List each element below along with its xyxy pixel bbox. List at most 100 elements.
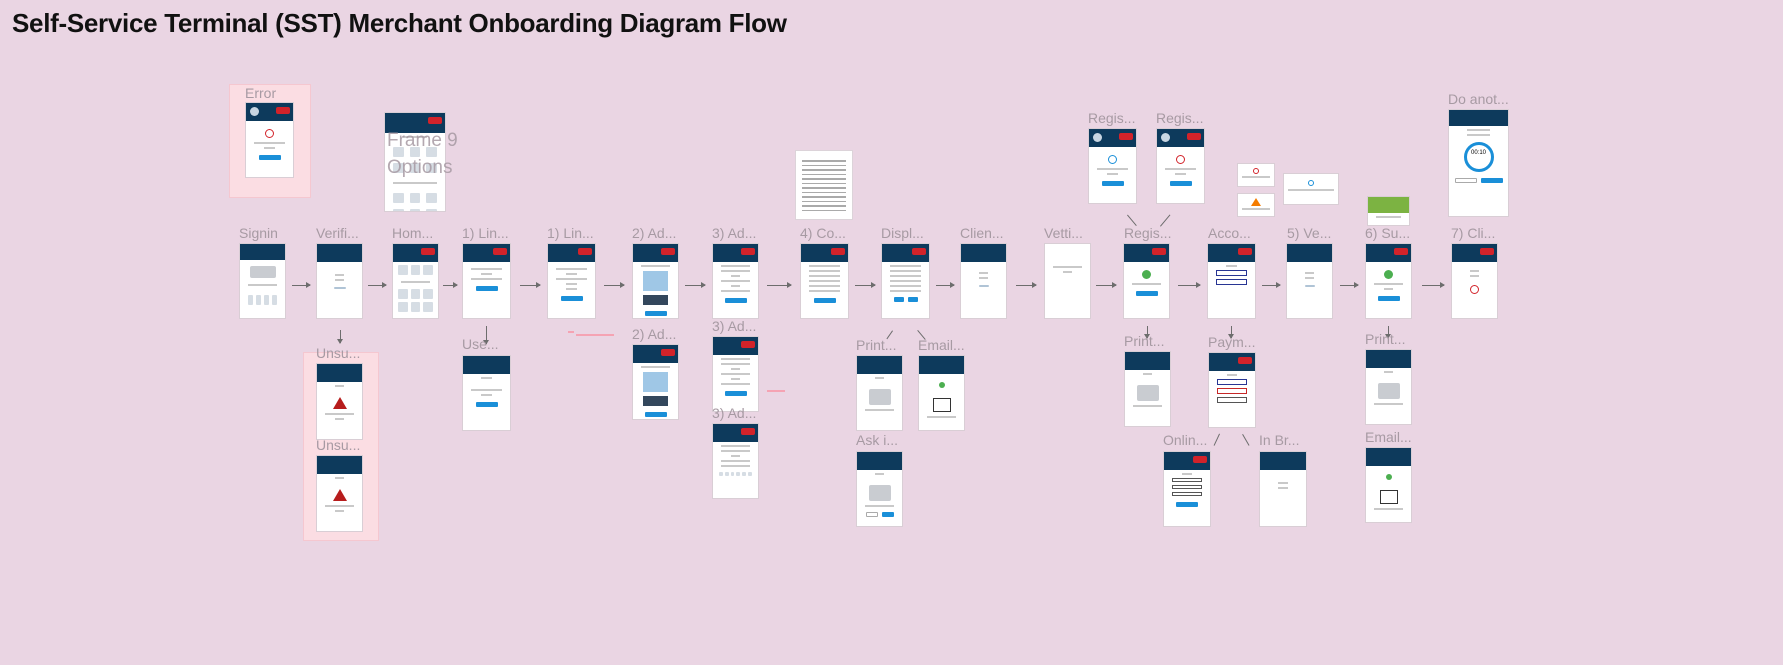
print-button[interactable]: [893, 297, 904, 302]
home-options-frame[interactable]: [384, 112, 446, 212]
payment-option-online[interactable]: [1217, 379, 1247, 385]
home-screen[interactable]: [392, 243, 439, 319]
cancel-button[interactable]: [661, 248, 675, 255]
confirm4-screen[interactable]: [800, 243, 849, 319]
register-success-screen[interactable]: [1088, 128, 1137, 204]
continue-button[interactable]: [560, 296, 583, 301]
success-green-frame[interactable]: [1367, 196, 1410, 226]
cancel-button[interactable]: [1187, 133, 1201, 140]
success6-screen[interactable]: [1365, 243, 1412, 319]
no-button[interactable]: [865, 512, 878, 517]
continue-button[interactable]: [1135, 291, 1158, 296]
cancel-button[interactable]: [421, 248, 435, 255]
verify-screen[interactable]: [316, 243, 363, 319]
client7-screen[interactable]: [1451, 243, 1498, 319]
another-transaction-screen[interactable]: 00:10: [1448, 109, 1509, 217]
cancel-button[interactable]: [1394, 248, 1408, 255]
email-button[interactable]: [907, 297, 918, 302]
client-screen[interactable]: [960, 243, 1007, 319]
cancel-button[interactable]: [831, 248, 845, 255]
flow-arrow: [767, 282, 792, 288]
frame-overlay-label: Frame 9: [387, 130, 458, 151]
email-proof-screen[interactable]: [1365, 447, 1412, 523]
register-error-screen[interactable]: [1156, 128, 1205, 204]
yes-button[interactable]: [1480, 178, 1503, 183]
form-field[interactable]: [1172, 478, 1202, 482]
logo-icon: [250, 107, 259, 116]
in-branch-screen[interactable]: [1259, 451, 1307, 527]
print-agreement-screen[interactable]: [856, 355, 903, 431]
error-screen[interactable]: [245, 102, 294, 178]
cancel-button[interactable]: [1152, 248, 1166, 255]
no-button[interactable]: [1454, 178, 1477, 183]
popup-warning[interactable]: [1237, 193, 1275, 217]
cancel-button[interactable]: [578, 248, 592, 255]
retry-button[interactable]: [1169, 181, 1192, 186]
user-screen[interactable]: [462, 355, 511, 431]
account-screen[interactable]: [1207, 243, 1256, 319]
add3b-screen[interactable]: [712, 336, 759, 412]
cancel-button[interactable]: [912, 248, 926, 255]
form-field[interactable]: [1172, 485, 1202, 489]
link1-screen[interactable]: [462, 243, 511, 319]
add3-screen[interactable]: [712, 243, 759, 319]
flow-arrow: [520, 282, 541, 288]
yes-button[interactable]: [881, 512, 894, 517]
popup-alert[interactable]: [1237, 163, 1275, 187]
submit-button[interactable]: [1176, 502, 1198, 507]
add2b-screen[interactable]: [632, 344, 679, 420]
cancel-button[interactable]: [661, 349, 675, 356]
continue-button[interactable]: [1101, 181, 1124, 186]
frame-label-unsupported-1: Unsu...: [316, 345, 361, 361]
payment-screen[interactable]: [1208, 352, 1256, 428]
continue-button[interactable]: [1377, 296, 1400, 301]
account-option[interactable]: [1216, 279, 1247, 285]
signin-screen[interactable]: [239, 243, 286, 319]
popup-info[interactable]: [1283, 173, 1339, 205]
verify5-screen[interactable]: [1286, 243, 1333, 319]
online-payment-screen[interactable]: [1163, 451, 1211, 527]
flow-arrow: [1262, 282, 1281, 288]
cancel-button[interactable]: [1238, 248, 1252, 255]
cancel-button[interactable]: [741, 341, 755, 348]
cancel-button[interactable]: [1119, 133, 1133, 140]
ask-screen[interactable]: [856, 451, 903, 527]
unsupported-screen-1[interactable]: [316, 363, 363, 440]
continue-button[interactable]: [475, 402, 498, 407]
cancel-button[interactable]: [1480, 248, 1494, 255]
print-information-screen[interactable]: [1124, 351, 1171, 427]
frame-label-add3b: 3) Ad...: [712, 318, 757, 334]
unsupported-screen-2[interactable]: [316, 455, 363, 532]
confirm-button[interactable]: [813, 298, 836, 303]
form-field[interactable]: [1172, 492, 1202, 496]
add3c-screen[interactable]: [712, 423, 759, 499]
register-screen[interactable]: [1123, 243, 1170, 319]
email-agreement-screen[interactable]: [918, 355, 965, 431]
cancel-button[interactable]: [1193, 456, 1207, 463]
frame-label-success6: 6) Su...: [1365, 225, 1411, 241]
frame-label-user: Use...: [462, 336, 499, 352]
continue-button[interactable]: [724, 391, 747, 396]
print-proof-screen[interactable]: [1365, 349, 1412, 425]
cancel-button[interactable]: [428, 117, 442, 124]
link-button[interactable]: [978, 285, 989, 287]
payment-option-branch[interactable]: [1217, 388, 1247, 394]
ok-button[interactable]: [258, 155, 281, 160]
continue-button[interactable]: [644, 311, 667, 316]
cancel-button[interactable]: [1238, 357, 1252, 364]
cancel-button[interactable]: [741, 428, 755, 435]
account-option[interactable]: [1216, 270, 1247, 276]
link1b-screen[interactable]: [547, 243, 596, 319]
cancel-button[interactable]: [741, 248, 755, 255]
continue-button[interactable]: [644, 412, 667, 417]
cancel-button[interactable]: [493, 248, 507, 255]
vetting-screen[interactable]: [1044, 243, 1091, 319]
link-button[interactable]: [1304, 285, 1315, 287]
link-button[interactable]: [333, 287, 346, 289]
continue-button[interactable]: [724, 298, 747, 303]
display-screen[interactable]: [881, 243, 930, 319]
cancel-button[interactable]: [276, 107, 290, 114]
add2-screen[interactable]: [632, 243, 679, 319]
continue-button[interactable]: [475, 286, 498, 291]
payment-option-other[interactable]: [1217, 397, 1247, 403]
